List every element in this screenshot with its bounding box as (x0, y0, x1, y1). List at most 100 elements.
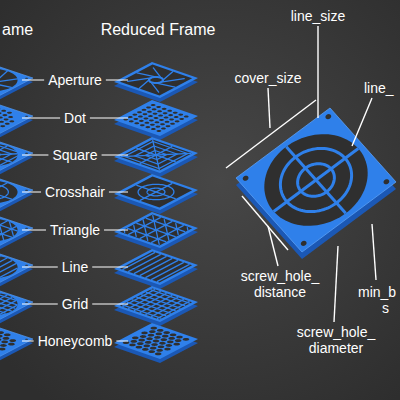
pattern-hole (123, 341, 130, 344)
pattern-hole (25, 339, 28, 340)
pattern-name: Aperture (48, 72, 102, 88)
leader-line (22, 304, 58, 305)
column-heading: ame (2, 22, 33, 38)
pattern-bar (0, 185, 12, 199)
cover-opening (120, 215, 192, 246)
pattern-hole (153, 113, 158, 115)
pattern-bar (187, 228, 189, 230)
pattern-hole (157, 110, 162, 112)
leader-line (92, 304, 128, 305)
pattern-hole (1, 341, 8, 344)
pattern-hole (25, 153, 28, 154)
cover-opening (120, 177, 192, 208)
fan-cover (114, 174, 198, 214)
pattern-bar (129, 255, 161, 272)
fan-cover (114, 100, 198, 140)
pattern-hole (175, 120, 180, 122)
screw-hole (301, 241, 307, 246)
pattern-hole (0, 344, 7, 347)
pattern-hole (3, 337, 10, 340)
pattern-hole (161, 338, 168, 341)
pattern-hole (150, 124, 155, 126)
pattern-hole (128, 116, 133, 118)
pattern-hole (152, 108, 157, 110)
leader-line (90, 118, 128, 119)
pattern-hole (184, 116, 189, 118)
pattern-hole (134, 122, 139, 124)
pattern-hole (151, 128, 156, 130)
pattern-hole (0, 335, 3, 338)
pattern-square (125, 142, 188, 169)
pattern-name: Dot (64, 110, 86, 126)
cover-opening (264, 134, 367, 226)
pattern-hole (149, 330, 156, 333)
pattern-square (135, 146, 177, 164)
pattern-bar (0, 82, 11, 88)
pattern-bar (153, 68, 163, 81)
pattern-bar (0, 79, 17, 83)
pattern-hole (179, 118, 184, 120)
pattern-hole (143, 113, 148, 115)
leader-line (102, 155, 128, 156)
parameter-name: line_size (291, 8, 345, 24)
fan-cover-large (236, 108, 396, 259)
pattern-bar (0, 219, 17, 231)
pattern-hole (25, 302, 28, 303)
pattern-hole (0, 342, 1, 345)
pattern-hole (178, 114, 183, 116)
pattern-hole (151, 343, 158, 346)
pattern-hole (129, 120, 134, 122)
pattern-hole (156, 349, 163, 352)
screw-hole (325, 114, 331, 119)
cover-opening (120, 140, 192, 171)
pattern-bar (137, 185, 175, 198)
pattern-hole (165, 121, 170, 123)
pattern-hole (138, 339, 145, 342)
fan-cover (114, 137, 198, 177)
leader-line (92, 267, 128, 268)
pattern-hole (136, 346, 143, 349)
leader-line (268, 88, 270, 128)
pattern-hole (143, 344, 150, 347)
leader-line (372, 224, 376, 280)
pattern-hole (0, 112, 2, 114)
pattern-hole (155, 121, 160, 123)
pattern-hole (144, 117, 149, 119)
pattern-bar (143, 220, 148, 240)
pattern-hole (156, 126, 161, 128)
pattern-hole (148, 334, 155, 337)
cover-face (114, 323, 198, 359)
pattern-hole (9, 120, 14, 122)
parameter-name: s (382, 300, 389, 316)
pattern-hole (1, 110, 6, 112)
pattern-hole (145, 126, 150, 128)
pattern-hole (158, 115, 163, 117)
pattern-bar (152, 300, 184, 317)
pattern-hole (147, 111, 152, 113)
pattern-hole (161, 128, 166, 130)
pattern-hole (153, 340, 160, 343)
fan-cover (114, 62, 198, 102)
pattern-hole (173, 112, 178, 114)
pattern-hole (2, 114, 7, 116)
pattern-hole (148, 115, 153, 117)
pattern-hole (166, 125, 171, 127)
pattern-bar (137, 148, 175, 161)
pattern-bar (0, 148, 12, 162)
pattern-hole (162, 108, 167, 110)
pattern-hole (167, 110, 172, 112)
pattern-bar (0, 146, 7, 164)
pattern-hole (4, 118, 9, 120)
pattern-hole (8, 343, 15, 346)
pattern-hole (162, 335, 169, 338)
cover-opening (120, 65, 192, 96)
pattern-hole (145, 122, 150, 124)
parameter-name: min_b (358, 284, 396, 300)
pattern-hole (8, 116, 13, 118)
fan-cover (0, 100, 33, 140)
pattern-bar (10, 222, 14, 235)
pattern-hole (133, 118, 138, 120)
pattern-bar (0, 220, 4, 240)
